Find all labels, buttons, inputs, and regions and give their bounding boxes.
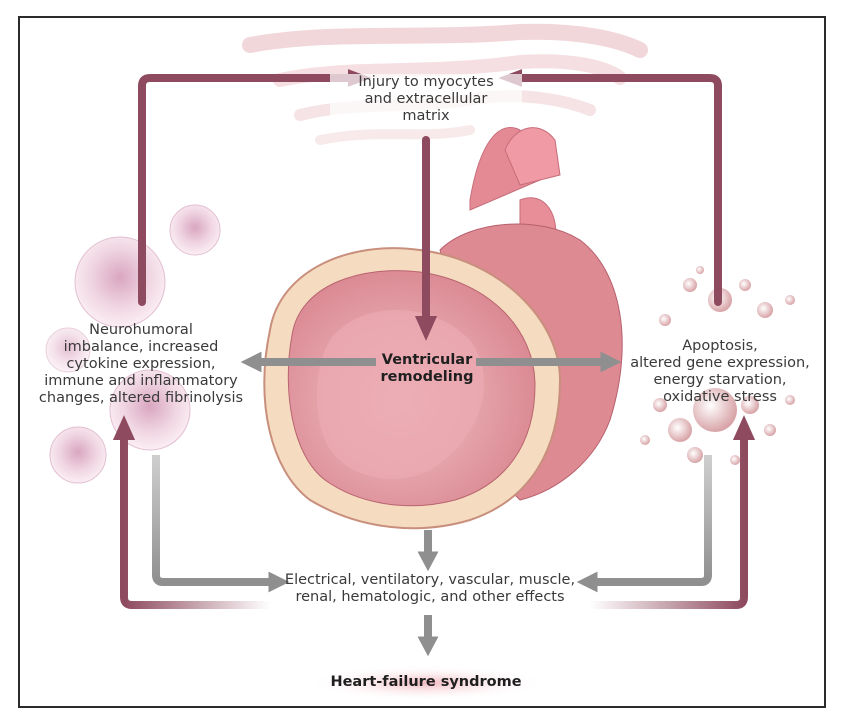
remodeling-line-2: remodeling bbox=[380, 369, 474, 385]
syndrome-glow bbox=[306, 665, 546, 701]
neurohumoral-line-3: cytokine expression, bbox=[66, 356, 216, 372]
effects-line-1: Electrical, ventilatory, vascular, muscl… bbox=[284, 572, 576, 588]
heart-illustration bbox=[263, 127, 623, 530]
neurohumoral-line-5: changes, altered fibrinolysis bbox=[38, 390, 244, 406]
remodeling-label: Ventricular remodeling bbox=[372, 352, 482, 386]
gray-effect-arrows bbox=[152, 351, 712, 657]
apoptotic-bodies bbox=[640, 266, 795, 465]
apoptosis-line-4: oxidative stress bbox=[663, 389, 777, 405]
apoptosis-line-1: Apoptosis, bbox=[682, 338, 758, 354]
injury-line-1: Injury to myocytes bbox=[358, 74, 494, 90]
apoptosis-line-3: energy starvation, bbox=[653, 372, 787, 388]
remodeling-line-1: Ventricular bbox=[381, 352, 473, 368]
neurohumoral-label: Neurohumoral imbalance, increased cytoki… bbox=[36, 322, 246, 407]
maroon-feedback-arrows bbox=[112, 69, 756, 609]
neurohumoral-line-2: imbalance, increased bbox=[63, 339, 219, 355]
apoptosis-label: Apoptosis, altered gene expression, ener… bbox=[620, 338, 820, 406]
syndrome-label: Heart-failure syndrome bbox=[330, 674, 522, 690]
injury-line-2: and extracellular bbox=[364, 91, 488, 107]
effects-line-2: renal, hematologic, and other effects bbox=[295, 589, 565, 605]
apoptosis-line-2: altered gene expression, bbox=[630, 355, 810, 371]
injury-line-3: matrix bbox=[402, 108, 450, 124]
injury-label: Injury to myocytes and extracellular mat… bbox=[330, 74, 522, 125]
neurohumoral-line-1: Neurohumoral bbox=[89, 322, 193, 338]
effects-label: Electrical, ventilatory, vascular, muscl… bbox=[280, 572, 580, 606]
neurohumoral-line-4: immune and inflammatory bbox=[44, 373, 238, 389]
